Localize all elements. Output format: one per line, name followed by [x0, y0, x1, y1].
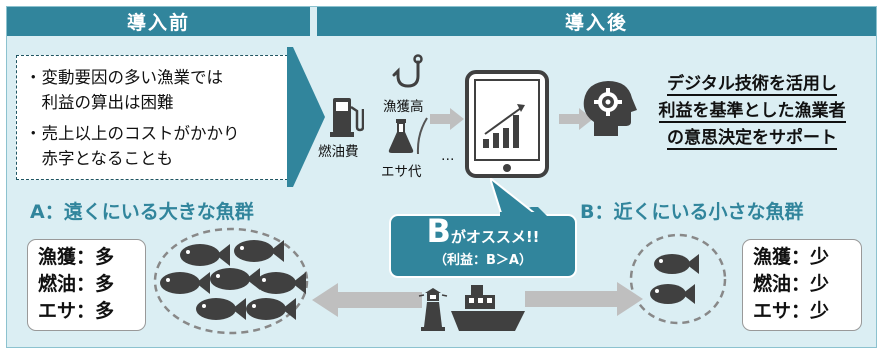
- after-description: デジタル技術を活用し 利益を基準とした漁業者 の意思決定をサポート: [658, 74, 846, 150]
- option-b-title: B：近くにいる小さな魚群: [580, 201, 804, 223]
- head-gear-icon: [583, 81, 637, 136]
- arrow-right-icon: [430, 108, 464, 130]
- option-b-stats: 漁獲：少 燃油：少 エサ：少: [742, 239, 862, 331]
- tablet-chart-icon: [465, 70, 549, 178]
- catch-amount-label: 漁獲高: [383, 99, 424, 115]
- fuel-pump-icon: [330, 98, 364, 137]
- small-fish-school-icon: [629, 233, 727, 325]
- before-problems-box: ・変動要因の多い漁業では 利益の算出は困難 ・売上以上のコストがかかり 赤字とな…: [16, 55, 288, 180]
- problem-item: ・売上以上のコストがかかり 赤字となることも: [25, 124, 240, 168]
- header-before: 導入前: [7, 7, 310, 36]
- fish-hook-icon: [392, 54, 423, 88]
- stick-icon: [416, 117, 428, 155]
- bait-cost-label: エサ代: [381, 164, 422, 180]
- flask-icon: [388, 119, 414, 153]
- option-a-stats: 漁獲：多 燃油：多 エサ：多: [27, 239, 146, 331]
- arrow-left-icon: [312, 283, 422, 317]
- option-a-title: A：遠くにいる大きな魚群: [30, 201, 254, 223]
- header-after: 導入後: [317, 7, 876, 36]
- bubble-tail: [490, 178, 542, 222]
- fuel-cost-label: 燃油費: [318, 144, 359, 160]
- fishing-boat-icon: [451, 285, 525, 331]
- recommendation-text: Bがオススメ!! （利益：B＞A）: [426, 212, 540, 268]
- arrow-right-icon: [559, 108, 593, 130]
- problem-item: ・変動要因の多い漁業では 利益の算出は困難: [25, 68, 223, 112]
- arrow-right-icon: [525, 282, 643, 316]
- lighthouse-icon: [418, 288, 448, 331]
- ellipsis-label: …: [441, 148, 455, 164]
- chevron-arrow-icon: [287, 47, 325, 187]
- large-fish-school-icon: [153, 227, 309, 335]
